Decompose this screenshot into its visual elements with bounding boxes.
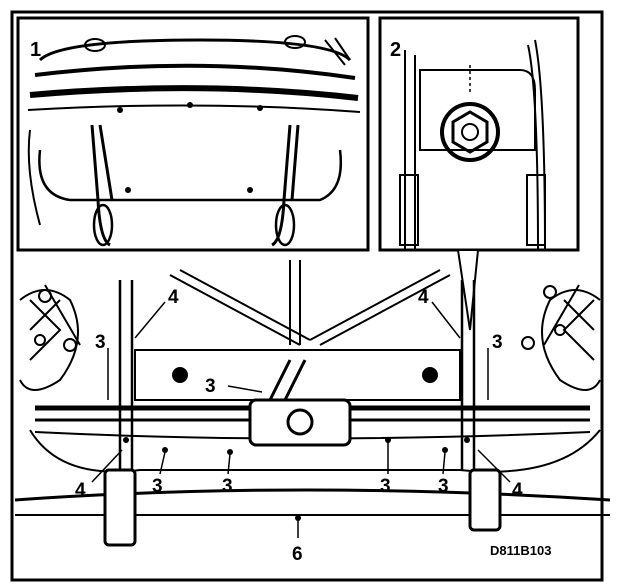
leader-4-bottom-right <box>477 449 511 483</box>
callout-3-bottom-3: 3 <box>380 476 391 497</box>
inset-1: 1 <box>16 16 370 252</box>
coil-left <box>29 284 81 361</box>
leader-4-top-right <box>431 301 461 339</box>
tank-side-left <box>27 129 41 226</box>
leader-3-bottom-4 <box>442 451 446 475</box>
mount-bump-left <box>84 38 106 52</box>
bolt-1 <box>125 187 131 193</box>
exhaust-right <box>468 468 502 532</box>
nut-bore <box>461 123 479 141</box>
nut-hex <box>451 110 489 154</box>
driveshaft <box>268 359 307 401</box>
hole-left <box>172 367 188 383</box>
node-right-2 <box>521 336 535 350</box>
callout-4-top-right: 4 <box>418 287 429 308</box>
inset-1-label: 1 <box>30 39 41 61</box>
strap-right <box>271 124 300 247</box>
main-view: 4 4 3 3 3 4 4 3 3 3 3 6 D811B103 <box>14 260 611 565</box>
node-left-2 <box>63 338 77 352</box>
bumper-seam <box>29 85 359 101</box>
tank-bottom <box>29 429 601 473</box>
callout-3-right: 3 <box>492 332 503 353</box>
differential-cover <box>286 408 314 436</box>
bracket-right <box>324 37 351 66</box>
inset-2-frame <box>378 16 580 252</box>
leader-3-bottom-1 <box>159 451 166 475</box>
bracket-plate <box>419 69 536 151</box>
frame-rail-left <box>404 50 416 250</box>
callout-3-bottom-4: 3 <box>438 476 449 497</box>
bumper-inner <box>27 104 361 113</box>
callout-3-left: 3 <box>95 332 106 353</box>
fastener-3 <box>385 437 391 443</box>
callout-4-top-left: 4 <box>168 287 179 308</box>
callout-3-bottom-1: 3 <box>152 476 163 497</box>
figure-code: D811B103 <box>490 543 551 558</box>
bumper-lip <box>34 63 356 80</box>
bolt-5 <box>257 105 263 111</box>
post-main-right <box>460 280 476 470</box>
node-right-1 <box>543 285 557 299</box>
leader-3-center <box>227 385 263 393</box>
leader-4-bottom-left <box>91 449 123 483</box>
fastener-7 <box>464 437 470 443</box>
bumper-top-edge <box>38 38 352 62</box>
fastener-1 <box>162 447 168 453</box>
callout-4-bottom-right: 4 <box>512 480 523 501</box>
node-left-3 <box>34 334 46 346</box>
differential-housing <box>248 398 352 447</box>
inset-2-label: 2 <box>390 39 401 61</box>
post-right <box>526 174 546 246</box>
callout-4-bottom-left: 4 <box>75 480 86 501</box>
fastener-5 <box>295 515 301 521</box>
strap-loop-left <box>92 203 114 247</box>
outer-frame <box>10 10 604 582</box>
callout-3-bottom-2: 3 <box>222 476 233 497</box>
callout-3-center: 3 <box>205 376 216 397</box>
strap-loop-right <box>274 203 296 247</box>
brace-center <box>289 260 301 345</box>
brace-right <box>309 269 451 346</box>
bolt-3 <box>117 107 123 113</box>
post-main-left <box>118 280 134 470</box>
hole-right <box>422 367 438 383</box>
fuel-tank-outline <box>38 149 343 202</box>
post-left <box>399 174 419 246</box>
leader-3-bottom-2 <box>227 453 231 475</box>
mount-bump-right <box>284 35 306 49</box>
node-left-1 <box>38 289 52 303</box>
fastener-4 <box>442 447 448 453</box>
exhaust-left <box>103 468 137 547</box>
inset-2: 2 <box>378 16 580 252</box>
leader-4-top-left <box>134 301 166 339</box>
bolt-4 <box>187 102 193 108</box>
brace-left <box>169 269 311 346</box>
rear-bumper <box>14 488 611 502</box>
nut-outer <box>440 102 500 162</box>
coil-right <box>543 284 595 361</box>
fastener-2 <box>227 449 233 455</box>
bolt-2 <box>247 187 253 193</box>
inset-1-frame <box>16 16 370 252</box>
callout-6: 6 <box>292 544 303 565</box>
fastener-6 <box>123 437 129 443</box>
node-right-3 <box>554 324 566 336</box>
wheel-arch-right <box>541 289 601 391</box>
